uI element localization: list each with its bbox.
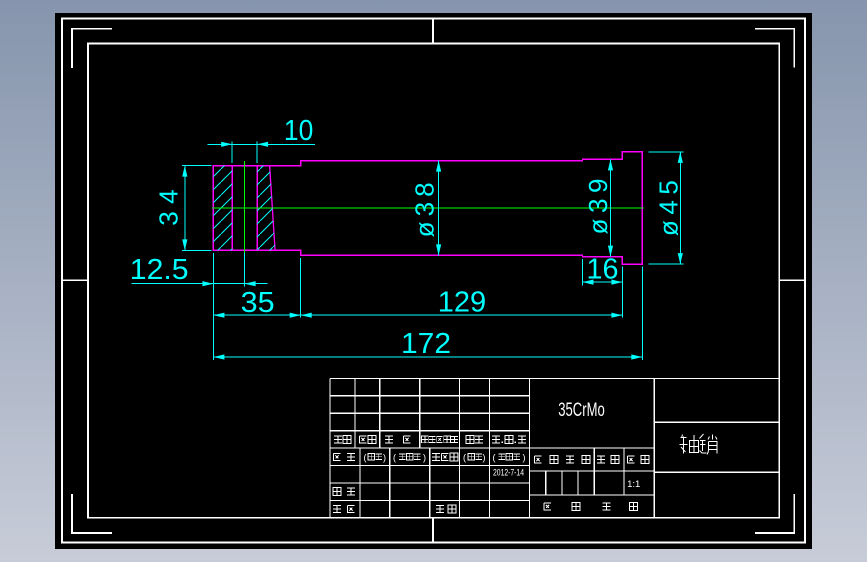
svg-text:): ) — [483, 452, 486, 462]
svg-text:ø38: ø38 — [410, 182, 440, 237]
svg-text:(: ( — [463, 452, 466, 462]
svg-text:35CrMo: 35CrMo — [558, 400, 604, 421]
svg-text:129: 129 — [438, 287, 486, 319]
svg-text:2012-7-14: 2012-7-14 — [493, 467, 524, 478]
svg-text:(: ( — [364, 452, 367, 462]
svg-text:1:1: 1:1 — [627, 479, 640, 490]
svg-text:12.5: 12.5 — [130, 254, 189, 286]
svg-text:ø45: ø45 — [654, 180, 684, 236]
svg-text:): ) — [523, 452, 526, 462]
svg-text:ø39: ø39 — [583, 179, 613, 235]
svg-text:10: 10 — [284, 115, 313, 147]
svg-text:(: ( — [493, 452, 496, 462]
svg-text:35: 35 — [241, 287, 275, 319]
svg-text:(: ( — [393, 452, 396, 462]
svg-text:172: 172 — [401, 328, 451, 360]
svg-text:): ) — [423, 452, 426, 462]
svg-text:16: 16 — [587, 254, 619, 286]
svg-text:): ) — [383, 452, 386, 462]
